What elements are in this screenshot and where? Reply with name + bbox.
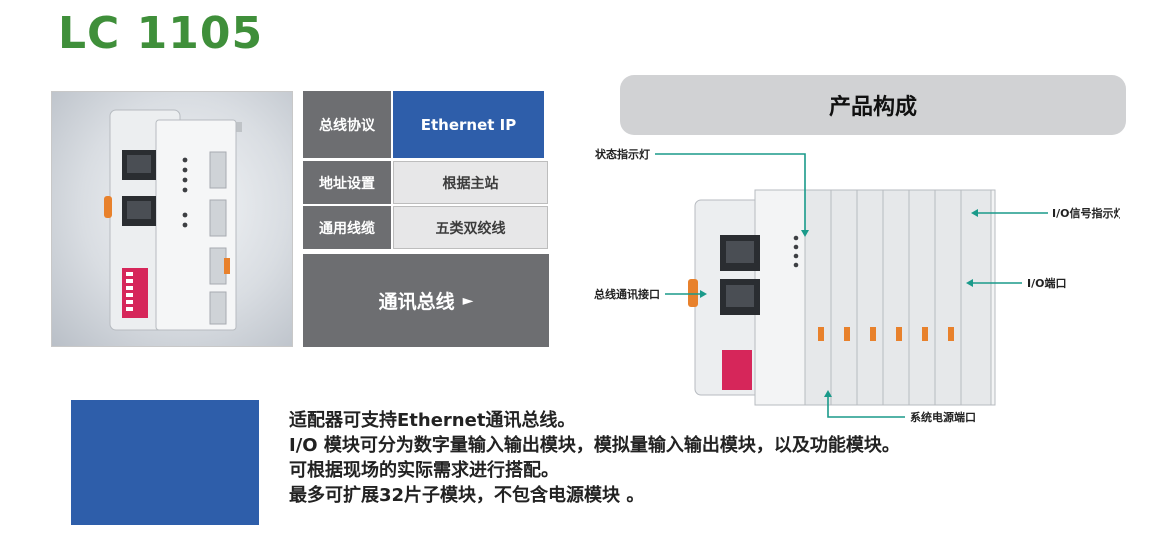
adapter-illustration — [104, 109, 242, 331]
description-line-4: 最多可扩展32片子模块，不包含电源模块 。 — [289, 485, 645, 506]
callout-io-port: I/O端口 — [1027, 276, 1066, 290]
description-line-1: 适配器可支持Ethernet通讯总线。 — [289, 410, 576, 431]
description-line-3: 可根据现场的实际需求进行搭配。 — [289, 460, 559, 481]
module-stack — [688, 189, 996, 406]
composition-header: 产品构成 — [620, 75, 1126, 135]
product-photo — [51, 91, 293, 347]
callout-status-led: 状态指示灯 — [595, 147, 650, 161]
spec-label-cable: 通用线缆 — [303, 206, 391, 249]
callout-io-led: I/O信号指示灯 — [1052, 206, 1120, 220]
composition-diagram: 状态指示灯 I/O信号指示灯 I/O端口 总线通讯接口 系统电源端口 — [594, 147, 1120, 424]
bus-button-label: 通讯总线 — [378, 291, 455, 313]
callout-bus-port: 总线通讯接口 — [594, 287, 660, 301]
spec-value-protocol: Ethernet IP — [393, 91, 544, 158]
spec-value-address: 根据主站 — [393, 161, 548, 204]
spec-label-address: 地址设置 — [303, 161, 391, 204]
spec-label-protocol: 总线协议 — [303, 91, 391, 158]
play-arrow-icon: ► — [462, 292, 474, 309]
spec-value-cable: 五类双绞线 — [393, 206, 548, 249]
page-title: LC 1105 — [58, 8, 264, 59]
description-text: 适配器可支持Ethernet通讯总线。 I/O 模块可分为数字量输入输出模块，模… — [289, 408, 1129, 508]
decorative-blue-block — [71, 400, 259, 525]
description-line-2: I/O 模块可分为数字量输入输出模块，模拟量输入输出模块，以及功能模块。 — [289, 435, 900, 456]
communication-bus-button[interactable]: 通讯总线 ► — [303, 254, 549, 347]
callout-power-port: 系统电源端口 — [910, 410, 976, 424]
